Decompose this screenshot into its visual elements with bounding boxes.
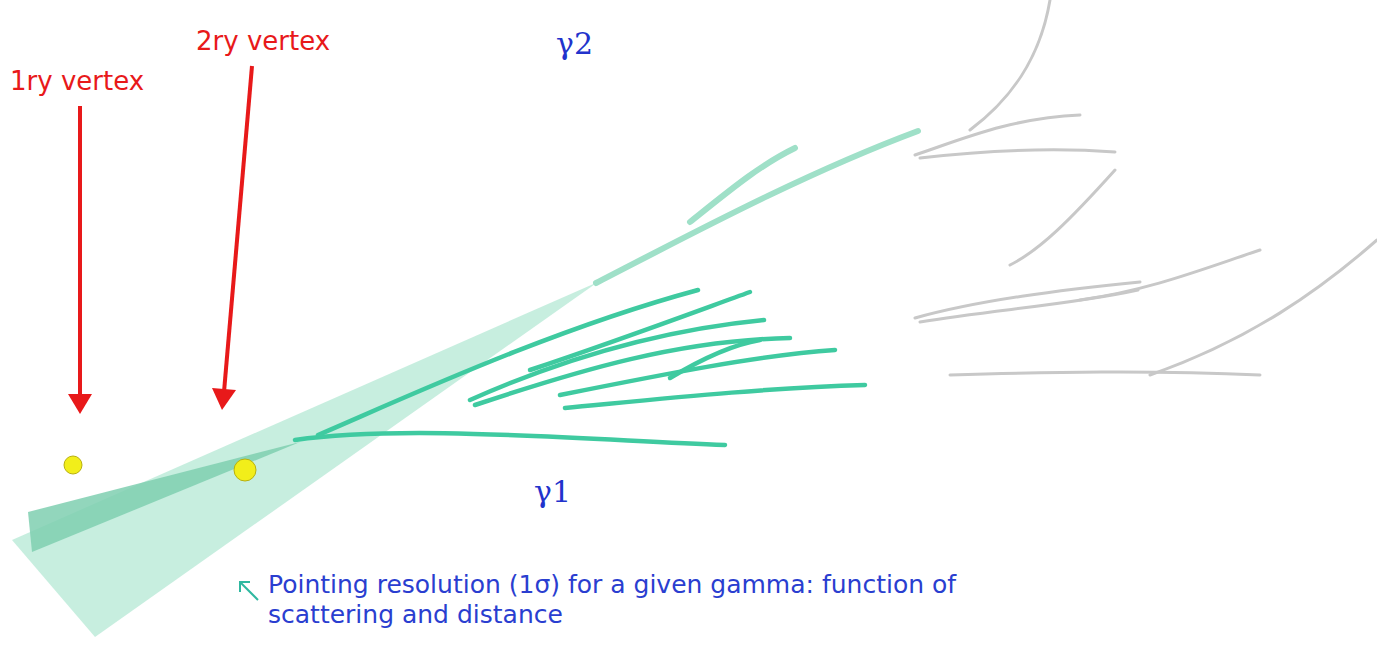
note-text: Pointing resolution (1σ) for a given gam… [268,570,1028,630]
gamma-label: γ2 [556,26,593,62]
vertex-label: 1ry vertex [10,66,144,97]
other-tracks [915,0,1377,375]
primary-vertex [64,456,82,474]
secondary-vertex [234,459,256,481]
gamma2-tracks [596,131,918,283]
vertex-label: 2ry vertex [196,26,330,57]
gamma-label: γ1 [534,474,571,510]
leader-arrows [68,66,252,414]
gamma1-tracks [295,290,865,445]
pointing-cone-narrow [28,442,300,552]
callout-arrow [240,582,258,600]
